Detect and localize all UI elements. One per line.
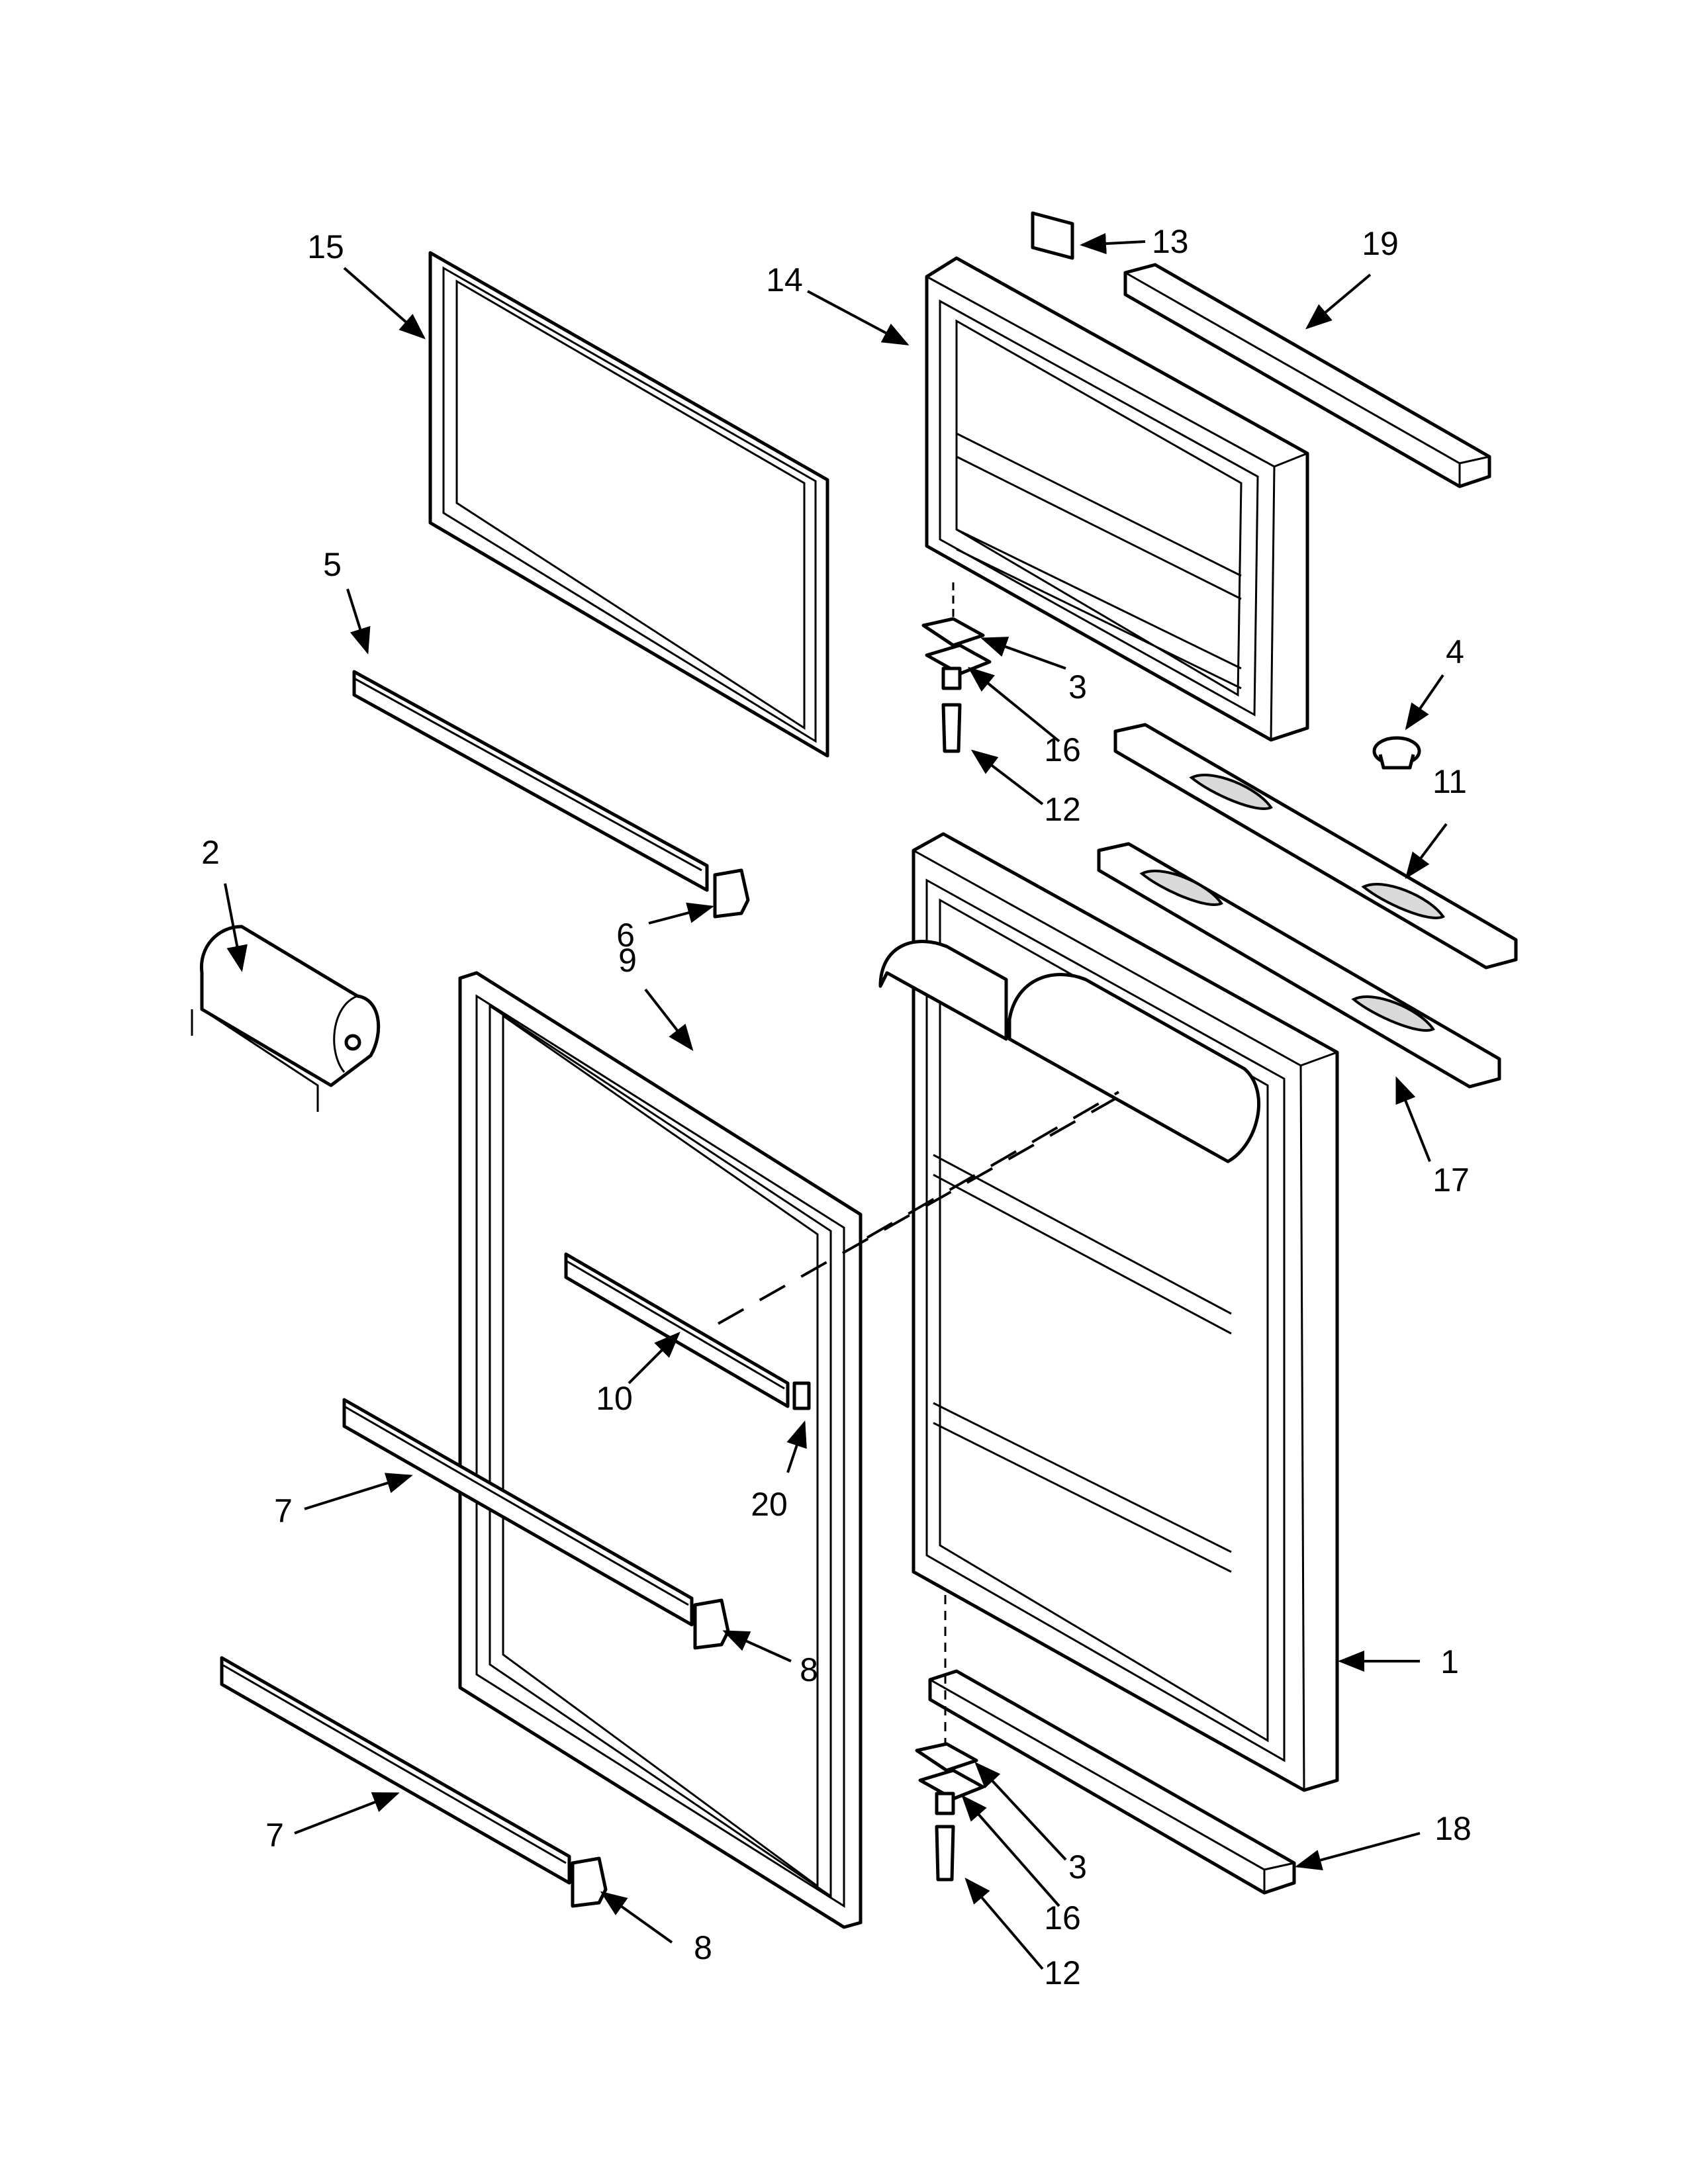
callout-6: 6 [616, 917, 635, 954]
fresh-food-door-handle [1097, 842, 1501, 1089]
callout-4: 4 [1446, 633, 1464, 670]
callout-11: 11 [1432, 763, 1467, 800]
callout-1: 1 [1440, 1643, 1459, 1680]
callout-14: 14 [766, 261, 803, 298]
callout-12: 12 [1044, 791, 1081, 828]
fresh-food-door-gasket [458, 971, 863, 1929]
fresh-food-door [878, 832, 1339, 1792]
freezer-door-handle [1113, 723, 1518, 970]
upper-hinge-set [921, 582, 992, 753]
callout-19: 19 [1362, 225, 1399, 262]
door-label-13 [1031, 211, 1074, 260]
rail-clip-20 [792, 1381, 811, 1410]
callout-13: 13 [1152, 223, 1189, 260]
callout-15: 15 [307, 228, 344, 265]
callout-9: 9 [618, 942, 637, 979]
callout-8: 8 [694, 1929, 712, 1966]
freezer-door-gasket [428, 251, 829, 758]
freezer-shelf-rail [352, 670, 709, 892]
freezer-door [925, 256, 1309, 742]
callout-7: 7 [274, 1492, 293, 1529]
lower-hinge-set [915, 1595, 985, 1882]
rail-end-cap-8-upper [693, 1598, 730, 1650]
assembly-line [866, 1091, 1120, 1239]
callout-10: 10 [596, 1380, 633, 1417]
callout-labels: 1 2 3 3 4 5 6 7 7 8 8 9 10 11 12 12 13 1… [201, 223, 1472, 1991]
plug-button [1372, 736, 1421, 770]
door-shelf-rail-7-lower [220, 1656, 571, 1885]
callout-5: 5 [323, 546, 342, 583]
door-shelf-rail-10 [564, 1252, 790, 1408]
rail-end-cap-6 [713, 868, 750, 919]
callout-7: 7 [265, 1817, 284, 1854]
callout-3: 3 [1068, 1848, 1087, 1886]
door-shelf-rail-7-upper [342, 1398, 694, 1627]
assembly-line [718, 1097, 1116, 1325]
rail-end-cap-8-lower [571, 1856, 608, 1908]
leader-lines [224, 233, 1448, 1970]
callout-16: 16 [1044, 731, 1081, 768]
callout-17: 17 [1432, 1161, 1470, 1199]
callout-18: 18 [1434, 1810, 1472, 1847]
freezer-top-trim [1123, 263, 1491, 488]
callout-16: 16 [1044, 1899, 1081, 1936]
fresh-food-bottom-trim [928, 1669, 1296, 1895]
callout-2: 2 [201, 834, 220, 871]
callout-8: 8 [800, 1651, 818, 1688]
callout-12: 12 [1044, 1954, 1081, 1991]
callout-20: 20 [751, 1486, 788, 1523]
callout-3: 3 [1068, 668, 1087, 705]
dairy-door-bin [191, 925, 381, 1112]
